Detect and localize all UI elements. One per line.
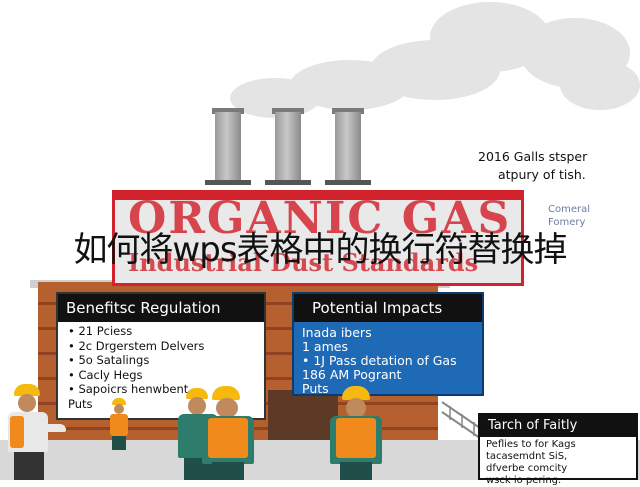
list-item: 1 ames [302,339,348,354]
worker-figure [6,384,66,480]
top-right-text: 2016 Galls stsper atpury of tish. [478,148,628,184]
worker-figure [198,386,258,480]
list-item: • 21 Pciess [68,324,133,338]
impacts-list: Inada ibers 1 ames • 1J Pass detation of… [302,326,457,396]
list-item: • 2c Drgerstem Delvers [68,338,205,353]
list-item: • 1J Pass detation of Gas [302,353,457,368]
side-text-line: Comeral [548,204,591,215]
impacts-heading: Potential Impacts [294,294,482,322]
list-item: • Sapoicrs henwbent [68,382,189,396]
stairs-railing [441,401,481,439]
list-item: Inada ibers [302,325,372,340]
side-text: Comeral Fomery [548,203,590,229]
benefits-heading: Benefitsc Regulation [58,294,264,322]
list-item: Puts [302,381,329,396]
safety-box: Tarch of Faitly Peflies to for Kags taca… [478,413,638,486]
safety-heading: Tarch of Faitly [480,415,636,437]
worker-figure [326,386,386,480]
list-item: tacasemdnt SiS, [486,451,568,462]
signboard-top-band [112,190,524,200]
list-item: Peflies to for Kags [486,439,576,450]
top-right-line: 2016 Galls stsper [478,149,588,164]
list-item: wsck io pering. [486,475,562,486]
list-item: Puts [68,396,93,411]
sign-subtitle: Industrial Dust Standards [128,248,479,277]
sign-title: ORGANIC GAS [128,193,512,244]
impacts-panel: Potential Impacts Inada ibers 1 ames • 1… [292,292,484,396]
overlay-title: 如何将wps表格中的换行符替换掉 [73,230,567,270]
side-text-line: Fomery [548,217,586,228]
worker-figure [104,398,134,454]
list-item: dfverbe comcity [486,463,568,474]
list-item: • 5o Satalings [68,353,150,367]
benefits-list: • 21 Pciess • 2c Drgerstem Delvers • 5o … [68,324,204,411]
top-right-line: atpury of tish. [498,167,586,182]
list-item: • Cacly Hegs [68,367,143,382]
list-item: 186 AM Pogrant [302,367,402,382]
